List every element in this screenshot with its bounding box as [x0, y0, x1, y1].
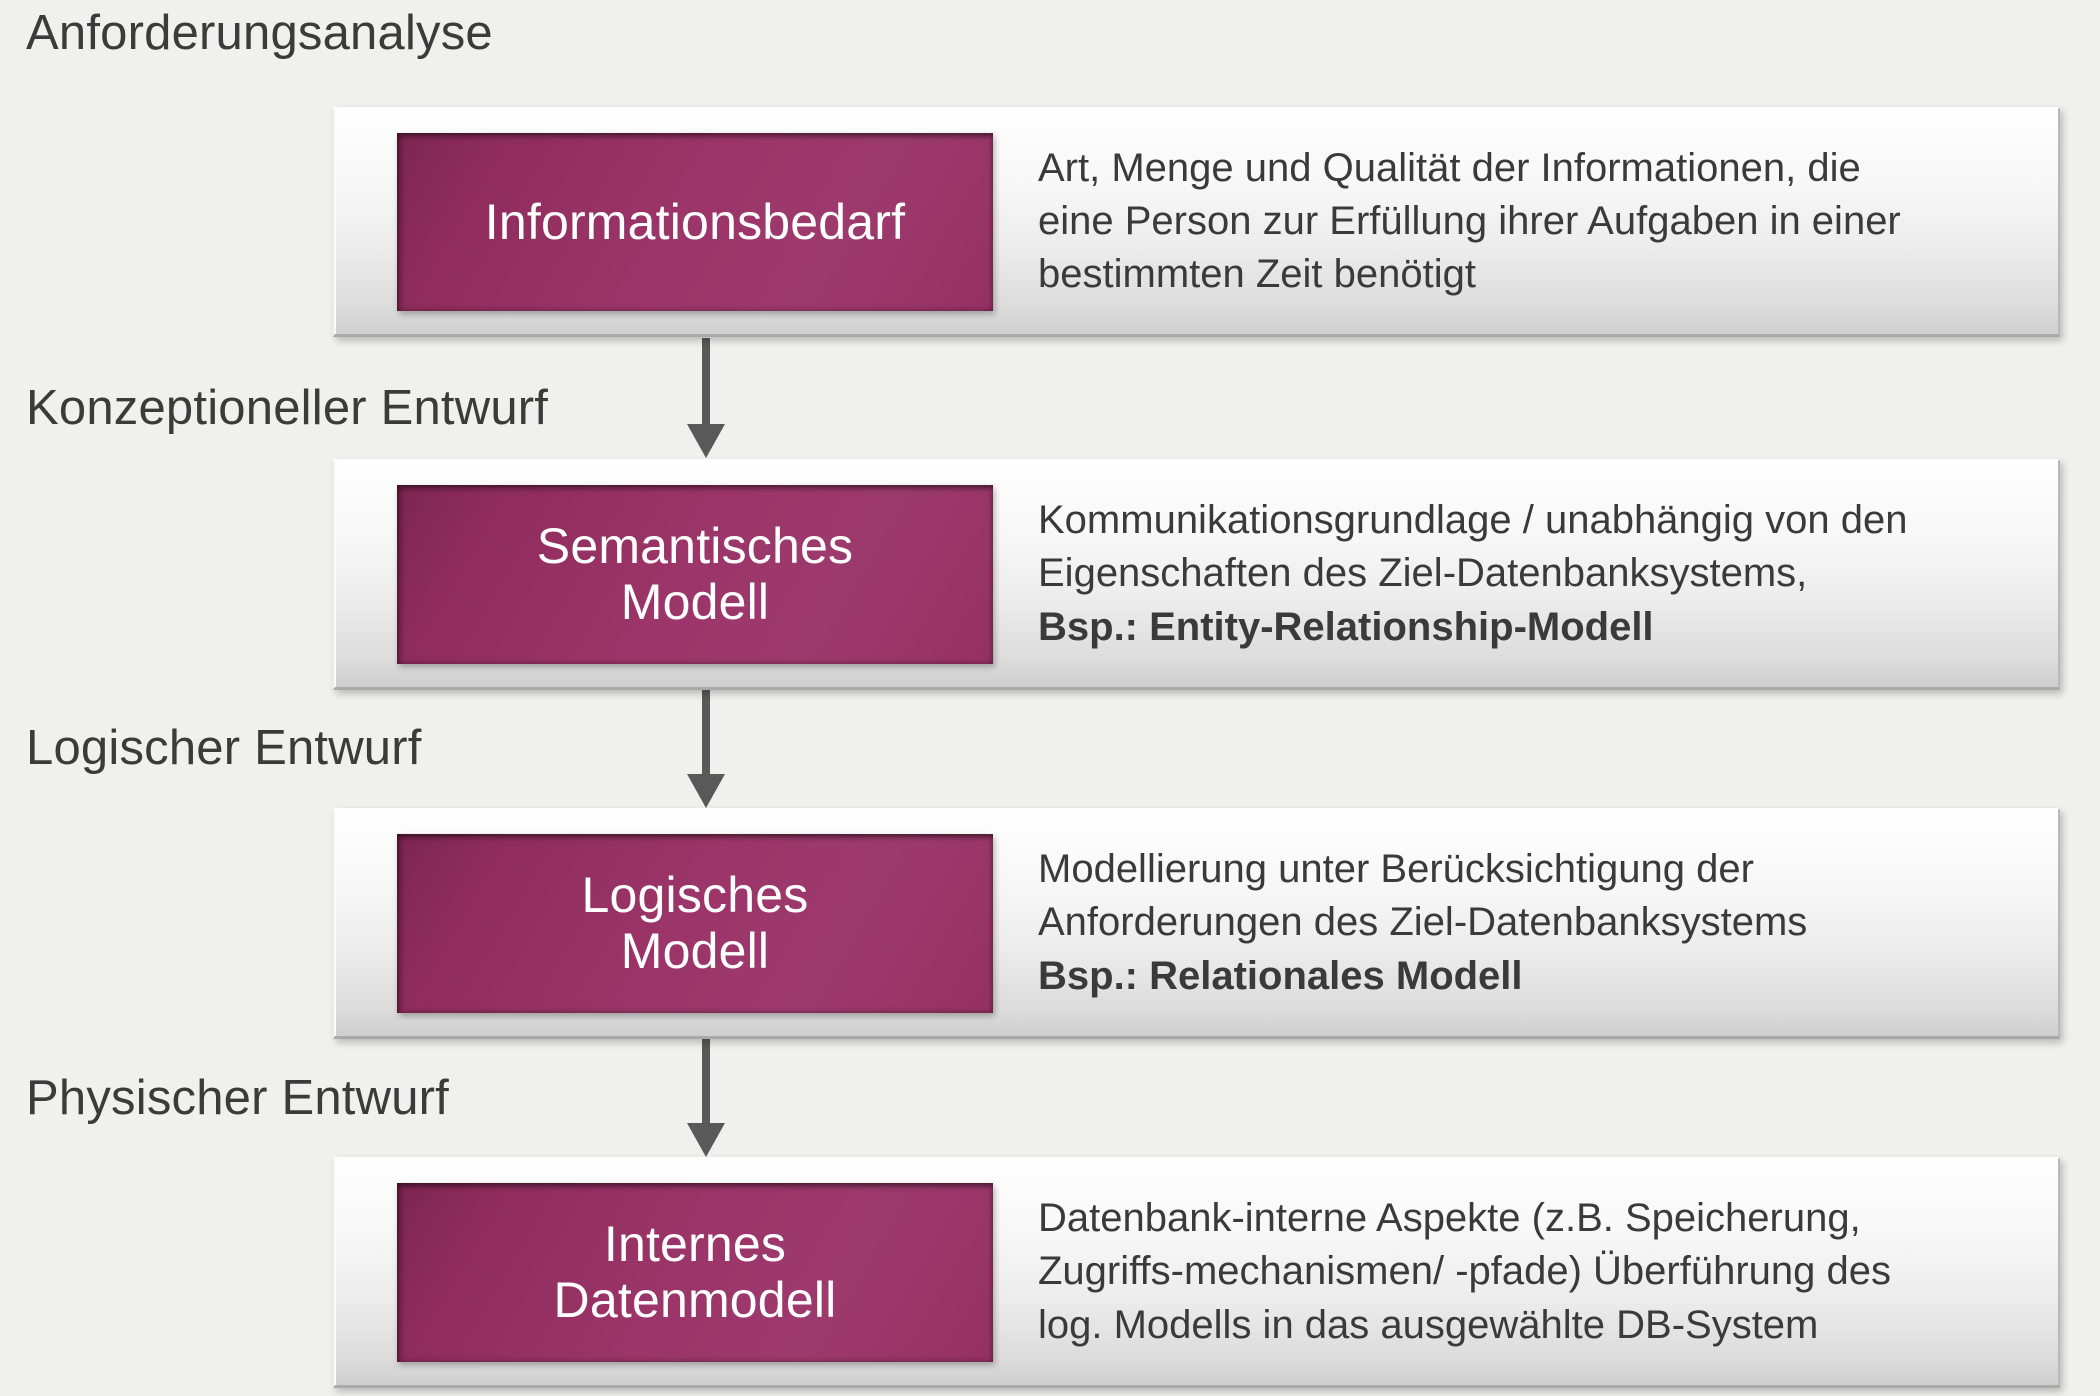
description-line-example: Bsp.: Entity-Relationship-Modell	[1038, 604, 1654, 649]
phase-panel-informationsbedarf: Informationsbedarf Art, Menge und Qualit…	[333, 107, 2060, 337]
arrow-head-icon	[687, 774, 725, 808]
description-line: log. Modells in das ausgewählte DB-Syste…	[1038, 1302, 1819, 1347]
stage-label-physischer-entwurf: Physischer Entwurf	[26, 1071, 449, 1125]
phase-description-logisches-modell: Modellierung unter Berücksichtigung der …	[993, 843, 2058, 1003]
arrow-head-icon	[687, 424, 725, 458]
arrow-shaft	[702, 338, 710, 424]
phase-description-internes-datenmodell: Datenbank-interne Aspekte (z.B. Speicher…	[993, 1192, 2058, 1352]
arrow-shaft	[702, 1037, 710, 1123]
description-line: Art, Menge und Qualität der Informatione…	[1038, 145, 1861, 190]
chip-label-line1: Semantisches	[536, 518, 854, 574]
description-line-example: Bsp.: Relationales Modell	[1038, 953, 1523, 998]
phase-chip-logisches-modell: Logisches Modell	[397, 833, 993, 1013]
description-line: Modellierung unter Berücksichtigung der	[1038, 847, 1754, 892]
arrow-head-icon	[687, 1123, 725, 1157]
chip-label-line1: Informationsbedarf	[484, 193, 906, 250]
arrow-shaft	[702, 690, 710, 774]
description-line: Eigenschaften des Ziel-Datenbanksystems,	[1038, 551, 1808, 596]
phase-description-informationsbedarf: Art, Menge und Qualität der Informatione…	[993, 142, 2058, 302]
stage-label-anforderungsanalyse: Anforderungsanalyse	[26, 6, 493, 60]
phase-chip-internes-datenmodell: Internes Datenmodell	[397, 1182, 993, 1362]
phase-chip-semantisches-modell: Semantisches Modell	[397, 484, 993, 664]
description-line: bestimmten Zeit benötigt	[1038, 252, 1476, 297]
description-line: Kommunikationsgrundlage / unabhängig von…	[1038, 498, 1908, 543]
connector-arrow-3	[687, 1037, 725, 1157]
description-line: Zugriffs-mechanismen/ -pfade) Überführun…	[1038, 1249, 1892, 1294]
chip-label-line2: Modell	[620, 574, 770, 630]
connector-arrow-1	[687, 338, 725, 458]
phase-panel-logisches-modell: Logisches Modell Modellierung unter Berü…	[333, 808, 2060, 1039]
description-line: Anforderungen des Ziel-Datenbanksystems	[1038, 900, 1808, 945]
description-line: Datenbank-interne Aspekte (z.B. Speicher…	[1038, 1196, 1861, 1241]
phase-panel-internes-datenmodell: Internes Datenmodell Datenbank-interne A…	[333, 1157, 2060, 1388]
phase-description-semantisches-modell: Kommunikationsgrundlage / unabhängig von…	[993, 494, 2058, 654]
phase-chip-informationsbedarf: Informationsbedarf	[397, 132, 993, 311]
phase-panel-semantisches-modell: Semantisches Modell Kommunikationsgrundl…	[333, 459, 2060, 690]
description-line: eine Person zur Erfüllung ihrer Aufgaben…	[1038, 198, 1901, 243]
stage-label-konzeptioneller-entwurf: Konzeptioneller Entwurf	[26, 381, 549, 435]
chip-label-line2: Datenmodell	[553, 1272, 837, 1328]
chip-label-line2: Modell	[620, 923, 770, 979]
stage-label-logischer-entwurf: Logischer Entwurf	[26, 721, 422, 775]
connector-arrow-2	[687, 690, 725, 808]
chip-label-line1: Internes	[603, 1216, 787, 1272]
chip-label-line1: Logisches	[581, 867, 809, 923]
